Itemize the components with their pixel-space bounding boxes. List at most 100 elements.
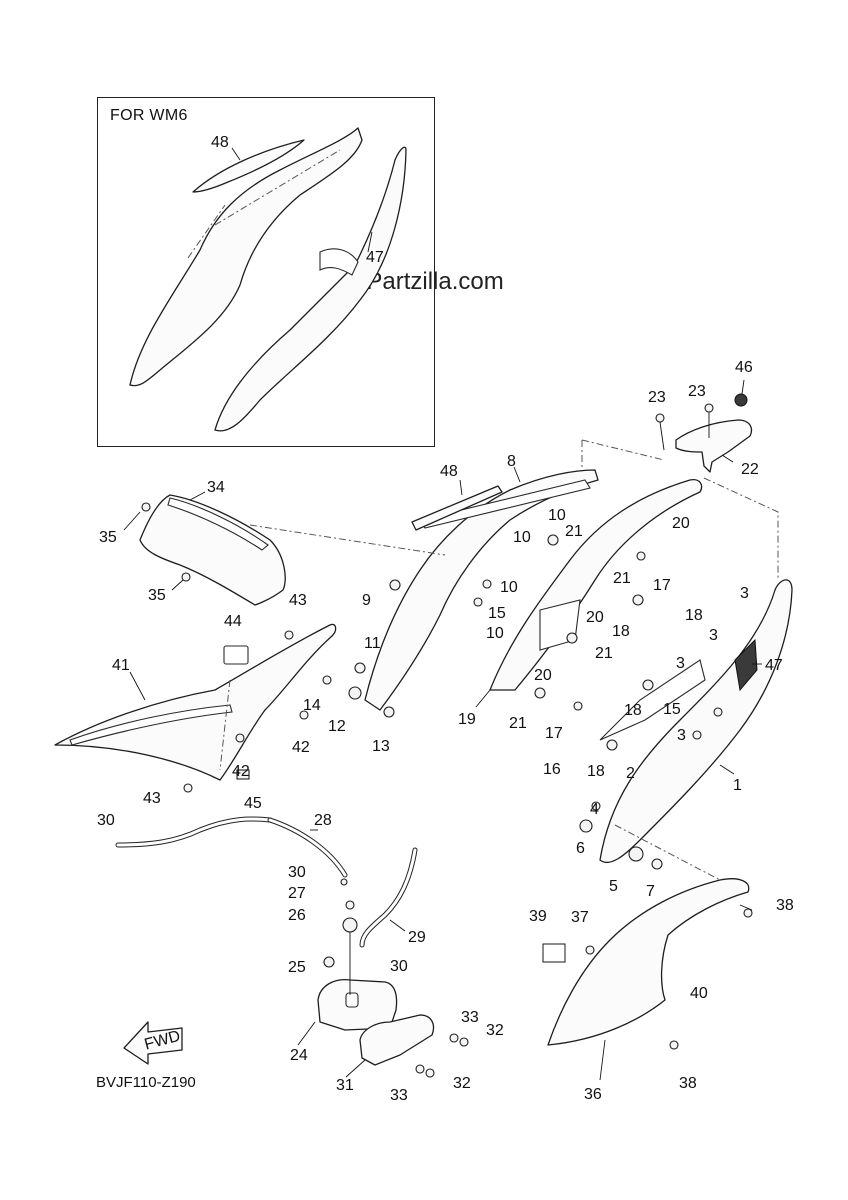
callout-48: 48 [211, 134, 229, 151]
callout-6: 6 [576, 840, 585, 857]
callout-17: 17 [653, 577, 671, 594]
callout-28: 28 [314, 812, 332, 829]
callout-10: 10 [500, 579, 518, 596]
callout-17: 17 [545, 725, 563, 742]
part-36-under-cover [542, 878, 750, 1046]
part-47-inset-cover [214, 146, 407, 432]
part-47-inset-frame [129, 127, 363, 387]
callout-10: 10 [548, 507, 566, 524]
callout-20: 20 [672, 515, 690, 532]
callout-leaders [123, 147, 762, 1081]
callout-8: 8 [507, 453, 516, 470]
part-48-stripe [411, 485, 503, 531]
callout-18: 18 [587, 763, 605, 780]
callout-40: 40 [690, 985, 708, 1002]
callout-3: 3 [709, 627, 718, 644]
callout-36: 36 [584, 1086, 602, 1103]
part-31-bracket [359, 1014, 435, 1066]
reference-code: BVJF110-Z190 [96, 1074, 196, 1091]
callout-21: 21 [509, 715, 527, 732]
callout-44: 44 [224, 613, 242, 630]
part-8-frame [364, 469, 599, 711]
hardware-fasteners [141, 502, 753, 1078]
callout-13: 13 [372, 738, 390, 755]
callout-39: 39 [529, 908, 547, 925]
callout-21: 21 [565, 523, 583, 540]
callout-45: 45 [244, 795, 262, 812]
callout-18: 18 [685, 607, 703, 624]
callout-30: 30 [390, 958, 408, 975]
part-47-side-cover [599, 579, 793, 864]
callout-33: 33 [461, 1009, 479, 1026]
callout-25: 25 [288, 959, 306, 976]
callout-3: 3 [677, 727, 686, 744]
inset-parts [129, 127, 407, 432]
callout-24: 24 [290, 1047, 308, 1064]
callout-15: 15 [488, 605, 506, 622]
callout-29: 29 [408, 929, 426, 946]
callout-47: 47 [366, 249, 384, 266]
callout-10: 10 [486, 625, 504, 642]
callout-11: 11 [364, 635, 381, 652]
part-41-front-cover [54, 623, 337, 781]
part-39-label [542, 943, 566, 963]
callout-32: 32 [453, 1075, 471, 1092]
callout-20: 20 [534, 667, 552, 684]
part-34-cover [139, 494, 286, 606]
callout-15: 15 [663, 701, 681, 718]
part-48-inset [192, 139, 305, 193]
callout-22: 22 [741, 461, 759, 478]
callout-10: 10 [513, 529, 531, 546]
callout-1: 1 [733, 777, 742, 794]
callout-48: 48 [440, 463, 458, 480]
callout-38: 38 [776, 897, 794, 914]
callout-4: 4 [590, 801, 599, 818]
callout-30: 30 [288, 864, 306, 881]
part-44-label [223, 645, 249, 665]
callout-34: 34 [207, 479, 225, 496]
callout-3: 3 [740, 585, 749, 602]
callout-47: 47 [765, 657, 783, 674]
callout-21: 21 [595, 645, 613, 662]
callout-32: 32 [486, 1022, 504, 1039]
callout-21: 21 [613, 570, 631, 587]
callout-5: 5 [609, 878, 618, 895]
callout-23: 23 [688, 383, 706, 400]
part-24-canister [317, 930, 398, 1031]
callout-27: 27 [288, 885, 306, 902]
callout-labels: 48 47 46 23 23 22 48 8 34 35 35 10 21 20… [97, 134, 794, 1104]
callout-23: 23 [648, 389, 666, 406]
callout-2: 2 [626, 765, 635, 782]
part-29-hose [359, 847, 418, 948]
callout-20: 20 [586, 609, 604, 626]
inset-title: FOR WM6 [110, 107, 188, 124]
callout-43: 43 [143, 790, 161, 807]
callout-41: 41 [112, 657, 130, 674]
inset-frame [97, 97, 435, 447]
callout-19: 19 [458, 711, 476, 728]
callout-12: 12 [328, 718, 346, 735]
assembly-lines [219, 439, 779, 881]
callout-46: 46 [735, 359, 753, 376]
callout-9: 9 [362, 592, 371, 609]
part-22-bracket [655, 393, 753, 473]
callout-31: 31 [336, 1077, 354, 1094]
fwd-arrow-icon: FWD [123, 1021, 183, 1065]
callout-42: 42 [232, 763, 250, 780]
callout-35: 35 [99, 529, 117, 546]
callout-7: 7 [646, 883, 655, 900]
callout-33: 33 [390, 1087, 408, 1104]
callout-30: 30 [97, 812, 115, 829]
callout-42: 42 [292, 739, 310, 756]
callout-35: 35 [148, 587, 166, 604]
part-28-hose [115, 816, 348, 878]
callout-43: 43 [289, 592, 307, 609]
callout-16: 16 [543, 761, 561, 778]
callout-18: 18 [612, 623, 630, 640]
callout-38: 38 [679, 1075, 697, 1092]
callout-3: 3 [676, 655, 685, 672]
callout-18: 18 [624, 702, 642, 719]
callout-26: 26 [288, 907, 306, 924]
callout-37: 37 [571, 909, 589, 926]
